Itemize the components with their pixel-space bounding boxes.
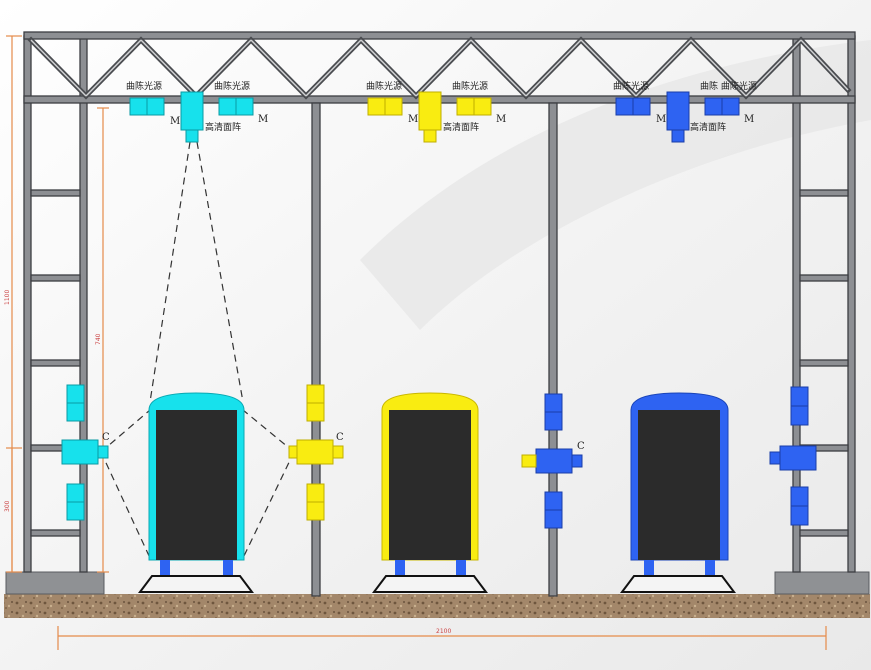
dimension-left-inner: 740 <box>95 333 102 345</box>
label-top-left-a: 曲陈光源 <box>126 80 162 92</box>
side-module-cyan-left <box>61 384 109 521</box>
motor-label-c1: M <box>656 114 666 125</box>
label-bottom-c: 高清面阵 <box>690 121 726 133</box>
motor-label-b1: M <box>408 114 418 125</box>
dimension-left-total: 1100 <box>4 290 11 305</box>
camera-icon <box>180 91 204 131</box>
camera-icon <box>535 448 573 474</box>
camera-icon <box>779 445 817 471</box>
label-top-right-b: 曲陈光源 <box>452 80 488 92</box>
motor-label-a1: M <box>170 116 180 127</box>
label-top-left-c: 曲陈光源 <box>613 80 649 92</box>
camera-label-blue-post: C <box>577 441 585 452</box>
motor-label-a2: M <box>258 114 268 125</box>
motor-label-b2: M <box>496 114 506 125</box>
camera-field-of-view <box>100 141 295 559</box>
tank-yellow <box>372 392 488 593</box>
tank-blue <box>620 392 736 593</box>
camera-label-cyan: C <box>102 432 110 443</box>
top-module-cyan <box>129 91 254 143</box>
background-swoosh <box>360 40 871 330</box>
camera-icon <box>418 91 442 131</box>
right-foundation <box>774 571 870 595</box>
side-module-yellow <box>288 384 344 521</box>
side-module-blue-right <box>769 386 817 526</box>
camera-icon <box>296 439 334 465</box>
left-foundation <box>5 571 105 595</box>
side-module-blue-post <box>521 393 583 529</box>
top-module-yellow <box>367 91 492 143</box>
camera-icon <box>61 439 99 465</box>
dimension-left-lower: 300 <box>4 500 11 512</box>
camera-label-yellow: C <box>336 432 344 443</box>
label-bottom-b: 高清面阵 <box>443 121 479 133</box>
dimension-bottom: 2100 <box>436 628 451 635</box>
label-top-right-c: 曲陈 曲陈光源 <box>700 80 757 92</box>
camera-icon <box>666 91 690 131</box>
tank-cyan <box>138 392 254 593</box>
dimension-lines <box>6 35 827 650</box>
label-top-left-b: 曲陈光源 <box>366 80 402 92</box>
top-module-blue <box>615 91 740 143</box>
ground <box>4 594 870 618</box>
label-top-right-a: 曲陈光源 <box>214 80 250 92</box>
motor-label-c2: M <box>744 114 754 125</box>
label-bottom-a: 高清面阵 <box>205 121 241 133</box>
